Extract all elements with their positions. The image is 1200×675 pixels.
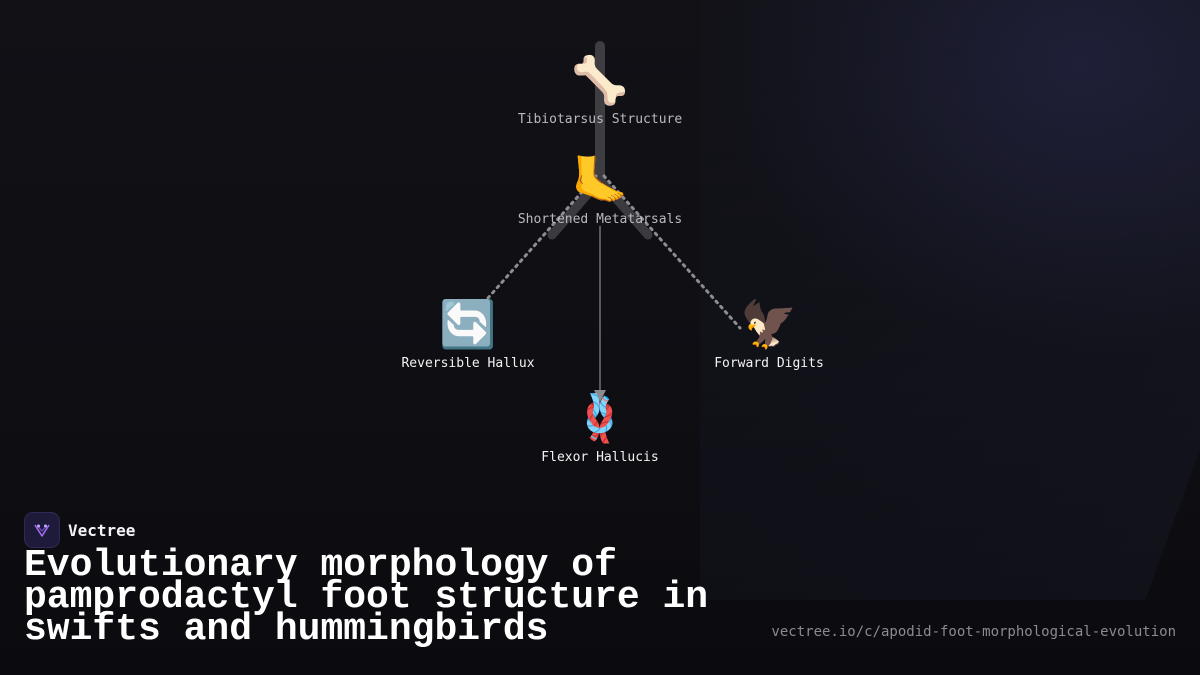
brand[interactable]: Vectree [24, 512, 135, 548]
node-hallux[interactable]: 🔄 Reversible Hallux [358, 296, 578, 371]
foot-icon: 🦶 [571, 153, 629, 207]
node-metatarsals[interactable]: 🦶 Shortened Metatarsals [490, 152, 710, 227]
page-title: Evolutionary morphology of pamprodactyl … [24, 544, 709, 651]
vectree-logo-icon [24, 512, 60, 548]
reverse-arrows-icon: 🔄 [439, 297, 497, 351]
source-url[interactable]: vectree.io/c/apodid-foot-morphological-e… [771, 624, 1176, 640]
edge-stub-left [547, 175, 605, 240]
eagle-icon: 🦅 [740, 297, 798, 351]
bone-icon: 🦴 [571, 53, 629, 107]
edge-metatarsals-digits [602, 174, 742, 330]
node-flexor[interactable]: 🪢 Flexor Hallucis [490, 390, 710, 465]
node-digits[interactable]: 🦅 Forward Digits [659, 296, 879, 371]
node-label: Forward Digits [714, 356, 824, 371]
brand-name: Vectree [68, 520, 136, 540]
node-tibiotarsus[interactable]: 🦴 Tibiotarsus Structure [490, 52, 710, 127]
node-label: Flexor Hallucis [541, 450, 659, 465]
knot-icon: 🪢 [571, 391, 629, 445]
node-label: Reversible Hallux [401, 356, 535, 371]
edge-stub-right [595, 175, 653, 240]
edge-metatarsals-hallux [486, 174, 598, 300]
node-label: Shortened Metatarsals [517, 212, 683, 227]
node-label: Tibiotarsus Structure [517, 112, 683, 127]
